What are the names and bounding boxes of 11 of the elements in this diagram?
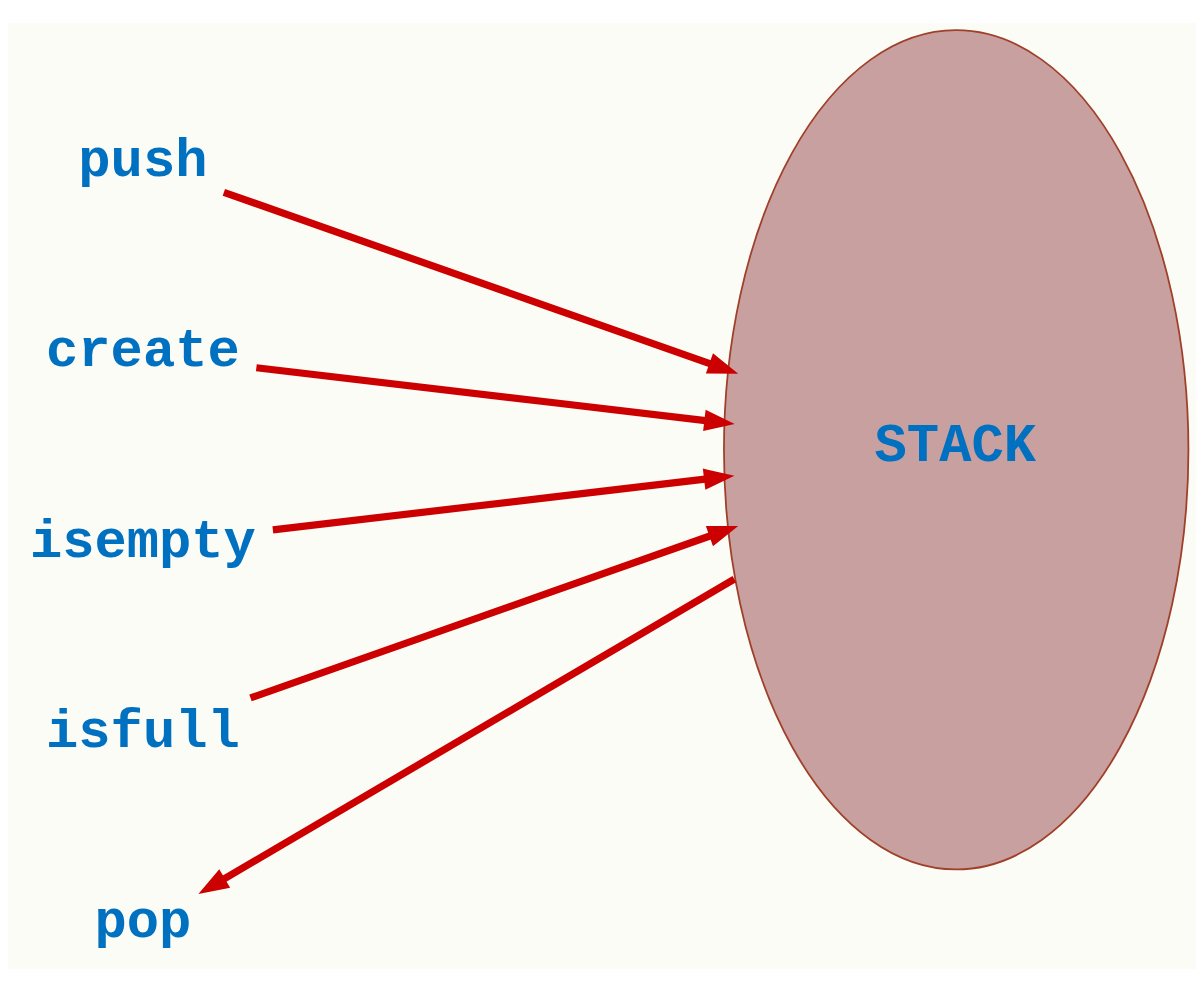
node-text: create	[46, 321, 240, 383]
node-ellipse: STACK	[723, 29, 1190, 871]
node-text: push	[78, 131, 208, 193]
arrow	[255, 364, 735, 432]
node-text: isempty	[29, 511, 256, 573]
node-text: pop	[94, 891, 192, 953]
arrow	[249, 526, 739, 702]
node-text: isfull	[46, 701, 240, 763]
arrow	[222, 188, 739, 374]
arrow	[272, 468, 735, 534]
arrow	[198, 576, 737, 895]
